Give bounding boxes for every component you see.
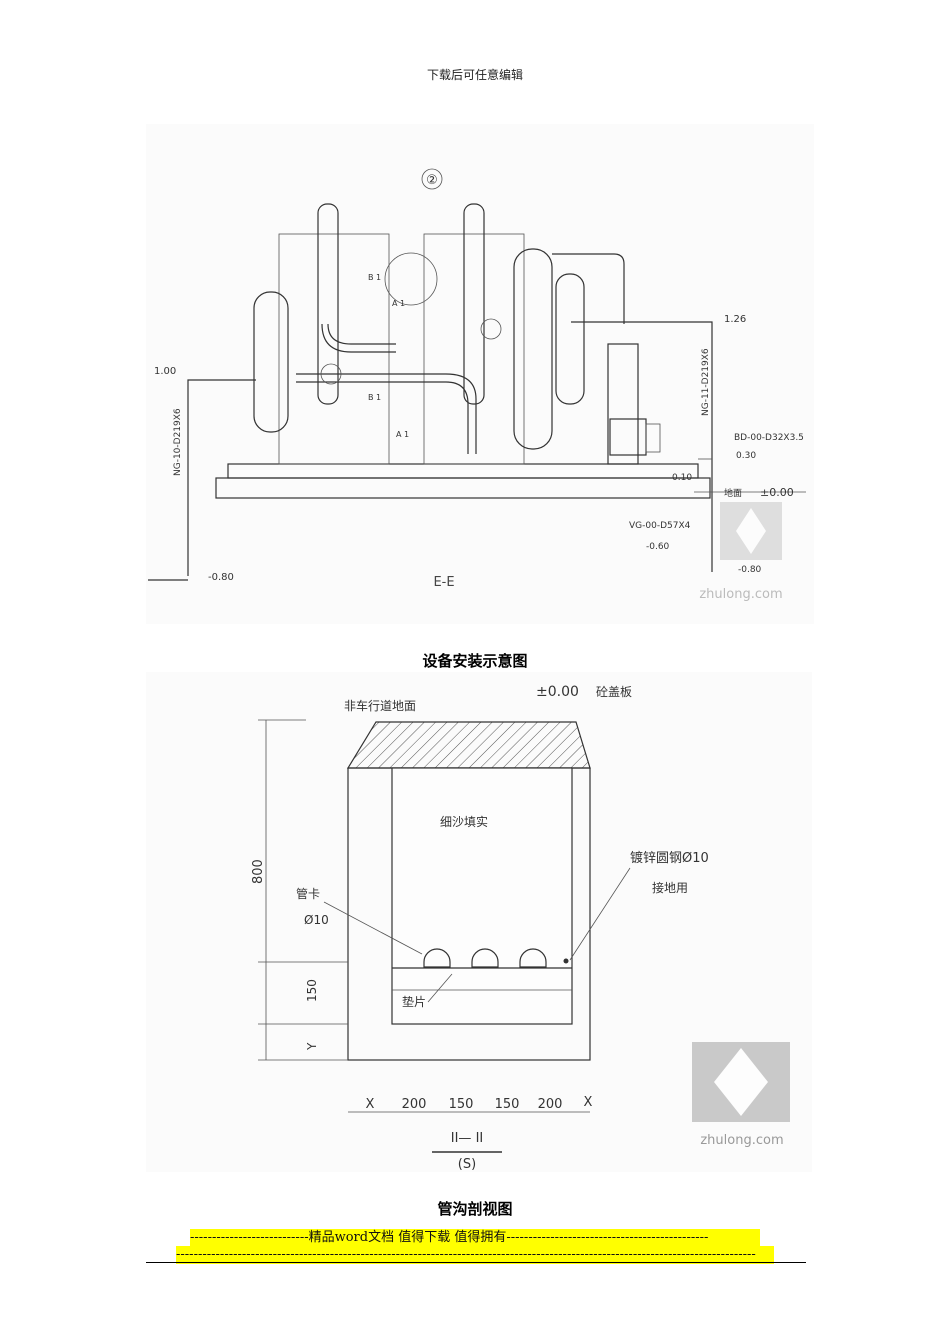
- watermark-2: zhulong.com: [700, 1133, 783, 1148]
- pipe-left-label: NG-10-D219X6: [173, 408, 183, 476]
- caption-2: 管沟剖视图: [437, 1200, 513, 1218]
- mark-b1: B 1: [368, 273, 381, 282]
- dim-x1: X: [366, 1097, 375, 1112]
- pipe-right-label: NG-11-D219X6: [701, 348, 711, 416]
- pipe-curve-4: [296, 381, 469, 454]
- caption-1: 设备安装示意图: [422, 652, 528, 670]
- level-000: ±0.00: [760, 486, 794, 499]
- equipment-installation-drawing: ② 1.00 -0.: [146, 124, 814, 624]
- road-label: 非车行道地面: [344, 698, 416, 713]
- section-number: ②: [426, 173, 438, 188]
- inlet-pipe: [187, 379, 256, 576]
- grounding-label: 接地用: [652, 880, 688, 895]
- pipe-bd-label: BD-00-D32X3.5: [734, 433, 804, 443]
- header-note: 下载后可任意编辑: [426, 68, 523, 82]
- mark-a1b: A 1: [396, 430, 409, 439]
- dim-800: 800: [251, 859, 266, 884]
- watermark-logo-2: [692, 1042, 790, 1122]
- motor-end: [645, 423, 661, 453]
- watermark-logo-1: [720, 502, 782, 560]
- dim-x2: X: [584, 1095, 593, 1110]
- ground-label: 地面: [724, 487, 742, 499]
- frame-right: [423, 233, 525, 465]
- slab-label: 砼盖板: [596, 685, 632, 699]
- footer-banner-line-2: ----------------------------------------…: [176, 1246, 774, 1264]
- mark-a1: A 1: [392, 299, 405, 308]
- level-left-top: 1.00: [154, 366, 176, 377]
- motor: [609, 418, 647, 456]
- pad-leader: [427, 973, 453, 1003]
- level-060: -0.60: [646, 542, 670, 552]
- drawing-1-svg: ② 1.00 -0.: [148, 168, 806, 602]
- grounding-rod: [563, 958, 569, 964]
- foundation: [215, 477, 711, 499]
- valve-1: [320, 363, 342, 385]
- pad-label: 垫片: [402, 994, 426, 1009]
- level-080r: -0.80: [738, 565, 762, 575]
- pipe-3: [519, 948, 547, 968]
- fill-label: 细沙填实: [440, 814, 488, 829]
- footer-rule: [146, 1262, 806, 1263]
- pipe-curve-1: [327, 323, 396, 345]
- section-title: II— II: [451, 1131, 483, 1146]
- mark-b1b: B 1: [368, 393, 381, 402]
- vessel-left: [253, 291, 289, 433]
- valve-2: [480, 318, 502, 340]
- drawing-2-svg: 800 150 Y X 200 150 150 200 X 非车行道地面 ±0.…: [251, 684, 790, 1172]
- pipe-curve-5: [552, 253, 625, 324]
- cover-slab: [346, 721, 591, 769]
- frame-left: [278, 233, 390, 465]
- pipe-1: [423, 948, 451, 968]
- pipe-curve-3: [296, 373, 477, 454]
- dim-150: 150: [305, 979, 319, 1002]
- dim-200b: 200: [538, 1097, 563, 1112]
- dim-150b: 150: [495, 1097, 520, 1112]
- steel-leader: [569, 867, 631, 961]
- pipe-trench-section: 800 150 Y X 200 150 150 200 X 非车行道地面 ±0.…: [146, 672, 812, 1172]
- footer-banner-line-1: ---------------------------精品word文档 值得下载…: [190, 1229, 760, 1247]
- skid-base: [227, 463, 699, 479]
- heater-1: [513, 248, 553, 450]
- level-label: ±0.00: [536, 684, 579, 700]
- pump-body: [607, 343, 639, 465]
- level-010: 0.10: [672, 473, 692, 483]
- trench-inner: [391, 767, 573, 1025]
- watermark-1: zhulong.com: [699, 587, 782, 602]
- column-2: [463, 203, 485, 405]
- section-circle: [421, 168, 443, 190]
- column-1: [317, 203, 339, 405]
- dim-150a: 150: [449, 1097, 474, 1112]
- steel-label: 镀锌圆钢Ø10: [630, 850, 709, 866]
- valve-wheel: [384, 252, 438, 306]
- clamp-label: 管卡: [296, 886, 320, 901]
- dim-y: Y: [305, 1042, 319, 1051]
- scale-mark: (S): [458, 1157, 476, 1172]
- dim-200a: 200: [402, 1097, 427, 1112]
- clamp-d-label: Ø10: [304, 913, 329, 927]
- level-right-top: 1.26: [724, 314, 746, 325]
- heater-2: [555, 273, 585, 405]
- pipe-curve-2: [321, 323, 396, 353]
- level-030: 0.30: [736, 451, 756, 461]
- clamp-leader: [323, 901, 423, 955]
- pipe-vg-label: VG-00-D57X4: [629, 521, 691, 531]
- level-left-bottom: -0.80: [208, 572, 234, 583]
- section-label: E-E: [433, 575, 454, 590]
- outlet-pipe: [571, 321, 713, 572]
- pipe-2: [471, 948, 499, 968]
